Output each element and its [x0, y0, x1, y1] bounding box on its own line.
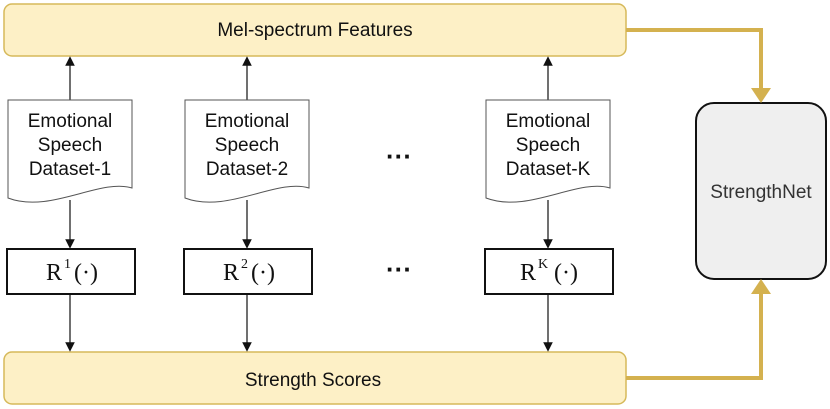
ranker-k-args: (·) [554, 260, 578, 286]
connector-top-to-net [626, 28, 771, 103]
dataset-2-line-3: Dataset-2 [206, 159, 288, 180]
strength-scores-bar: Strength Scores [3, 351, 627, 405]
ellipsis-datasets: ··· [386, 141, 412, 171]
ranker-2-superscript: 2 [241, 257, 248, 272]
dataset-2-line-2: Speech [215, 135, 279, 156]
top-bar-label: Mel-spectrum Features [217, 20, 412, 41]
dataset-k-line-3: Dataset-K [506, 159, 591, 180]
dataset-document-2 [184, 99, 310, 203]
ranker-2-args: (·) [251, 260, 275, 286]
dataset-k-line-1: Emotional [506, 111, 591, 132]
dataset-document-1 [7, 99, 133, 203]
dataset-column-1: Emotional Speech Dataset-1 R 1 (·) [6, 56, 136, 352]
dataset-column-2: Emotional Speech Dataset-2 R 2 (·) [183, 56, 313, 352]
ranker-box-k [484, 248, 614, 295]
connector-bottom-to-net [626, 279, 771, 380]
dataset-1-line-3: Dataset-1 [29, 159, 111, 180]
dataset-2-line-1: Emotional [205, 111, 290, 132]
ranker-1-base: R [46, 260, 62, 286]
bottom-bar-label: Strength Scores [245, 370, 381, 391]
dataset-1-line-1: Emotional [28, 111, 113, 132]
strengthnet-box: StrengthNet [695, 102, 827, 280]
ranker-box-1 [6, 248, 136, 295]
ranker-k-superscript: K [538, 257, 548, 272]
dataset-1-line-2: Speech [38, 135, 102, 156]
ellipsis-rankers: ··· [386, 254, 412, 284]
dataset-column-k: Emotional Speech Dataset-K R K (·) [484, 56, 614, 352]
mel-spectrum-features-bar: Mel-spectrum Features [3, 3, 627, 57]
strengthnet-label: StrengthNet [710, 182, 812, 203]
ranker-box-2 [183, 248, 313, 295]
dataset-k-line-2: Speech [516, 135, 580, 156]
ranker-1-args: (·) [74, 260, 98, 286]
dataset-document-k [485, 99, 611, 203]
ranker-2-base: R [223, 260, 239, 286]
ranker-1-superscript: 1 [64, 257, 71, 272]
ranker-k-base: R [520, 260, 536, 286]
